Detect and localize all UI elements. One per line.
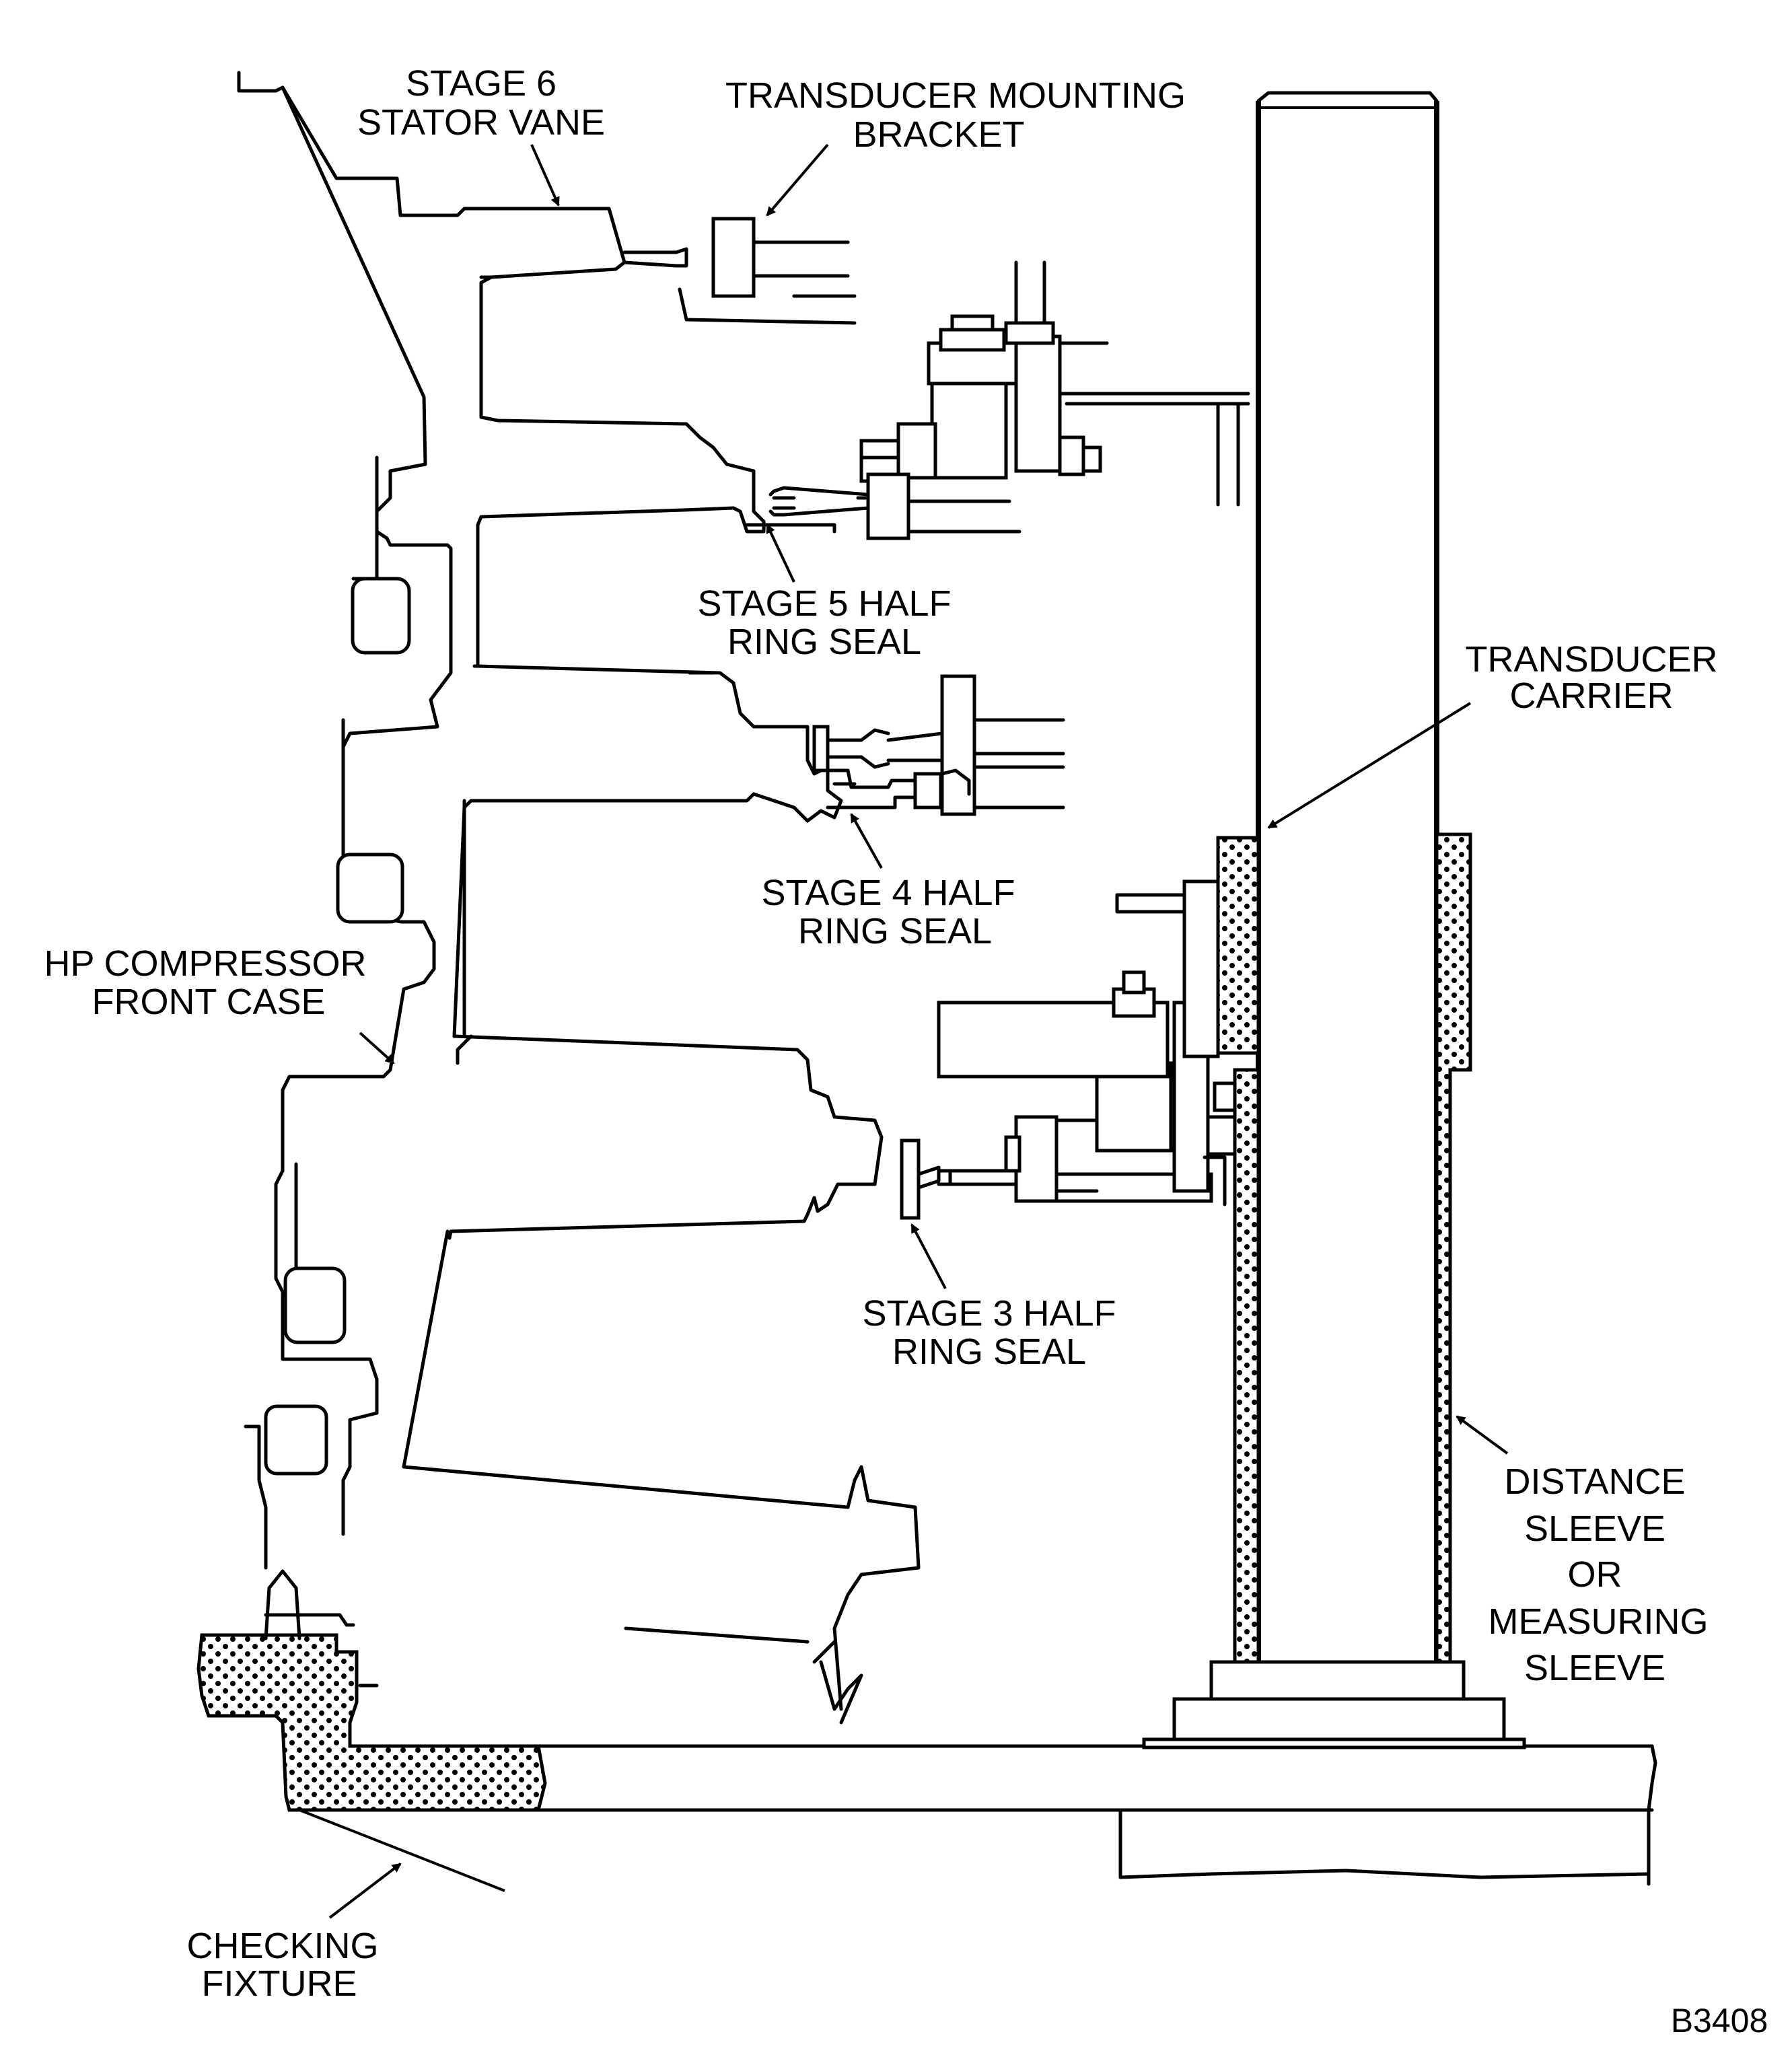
stage3-transducer-assembly [900,879,1240,1220]
label-distance-sleeve-line5: SLEEVE [1524,1648,1665,1688]
leader-lines [299,143,1509,1919]
transducer-mounting-bracket [622,217,857,325]
label-stage4-line2: RING SEAL [798,911,992,951]
label-stage5-line2: RING SEAL [727,622,921,662]
arrow-carrier [1267,702,1472,829]
label-carrier-line1: TRANSDUCER [1465,639,1717,680]
labels: STAGE 6 STATOR VANE TRANSDUCER MOUNTING … [44,63,1768,2039]
arrow-stage6 [530,144,560,207]
arrow-distance-sleeve [1456,1415,1509,1455]
label-stage4-line1: STAGE 4 HALF [761,873,1015,913]
label-checking-fixture-line1: CHECKING [186,1926,378,1966]
arrow-stage4 [850,813,883,869]
checking-fixture-leader-line [299,1809,505,1892]
arrow-stage3 [910,1223,947,1289]
label-stage5-line1: STAGE 5 HALF [697,583,951,624]
stage4-transducer-assembly [812,674,1065,816]
arrow-checking-fixture [328,1863,402,1919]
label-distance-sleeve-line2: SLEEVE [1524,1509,1665,1549]
hp-compressor-front-case [237,71,921,1725]
arrow-stage5 [766,523,795,583]
label-mounting-bracket-line2: BRACKET [853,114,1024,155]
figure-id: B3408 [1671,2002,1768,2039]
stator-stages [462,275,715,1038]
label-mounting-bracket-line1: TRANSDUCER MOUNTING [725,75,1186,116]
transducer-carrier [1256,91,1439,1662]
label-stage6-line1: STAGE 6 [406,63,557,104]
label-stage3-line1: STAGE 3 HALF [862,1293,1116,1334]
label-checking-fixture-line2: FIXTURE [201,1963,357,2004]
label-distance-sleeve-line1: DISTANCE [1504,1461,1685,1502]
stage5-transducer-assembly [745,260,1250,540]
checking-fixture [196,1569,1657,1886]
arrow-mounting-bracket [766,143,829,217]
label-front-case-line1: HP COMPRESSOR [44,943,366,984]
label-front-case-line2: FRONT CASE [92,982,325,1022]
arrow-front-case [359,1032,395,1064]
label-distance-sleeve-line4: MEASURING [1488,1601,1708,1642]
label-distance-sleeve-line3: OR [1568,1554,1622,1595]
label-stage3-line2: RING SEAL [892,1332,1086,1372]
label-stage6-line2: STATOR VANE [357,102,605,143]
distance-sleeve [1216,832,1472,1664]
label-carrier-line2: CARRIER [1509,676,1673,716]
